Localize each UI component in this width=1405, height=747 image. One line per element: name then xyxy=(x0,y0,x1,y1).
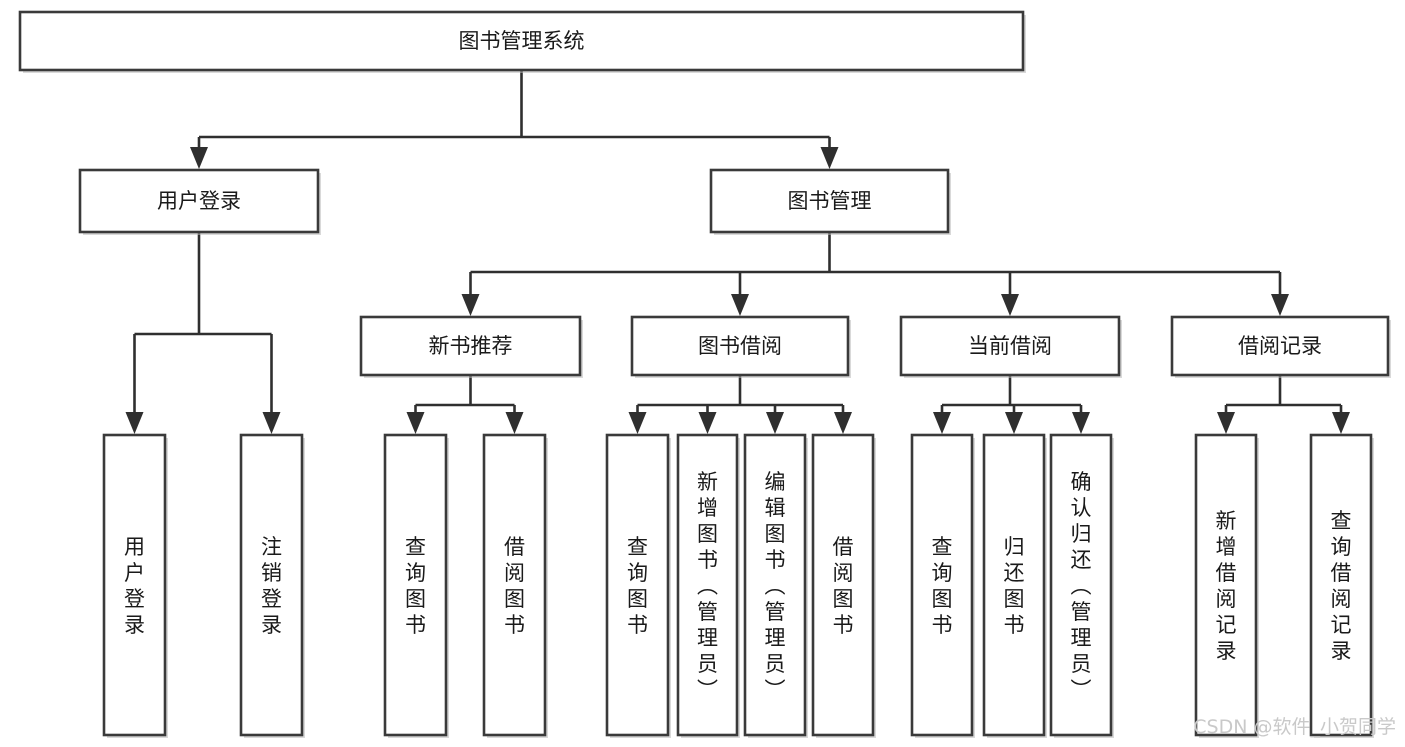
csdn-watermark: CSDN @软件_小贺同学 xyxy=(1193,716,1396,738)
node-box xyxy=(239,433,304,737)
node-root[interactable]: 图书管理系统 xyxy=(18,10,1026,73)
arrow-head-icon xyxy=(461,294,480,316)
node-label: 查询图书 xyxy=(405,535,426,637)
node-label: 借阅图书 xyxy=(504,535,525,637)
node-box xyxy=(78,168,320,234)
node-label: 查询借阅记录 xyxy=(1331,509,1352,663)
arrow-head-icon xyxy=(1005,412,1023,434)
node-label: 图书管理 xyxy=(788,189,872,213)
node-user_login[interactable]: 用户登录 xyxy=(78,168,321,235)
arrow-head-icon xyxy=(1332,412,1350,434)
node-book_borrow[interactable]: 图书借阅 xyxy=(630,315,851,378)
arrow-head-icon xyxy=(262,412,281,434)
node-leaf_query_book_3[interactable]: 查询图书 xyxy=(910,433,975,738)
node-box xyxy=(605,433,670,737)
node-label: 确认归还︵管理员︶ xyxy=(1071,470,1092,702)
arrow-head-icon xyxy=(1072,412,1090,434)
arrow-head-icon xyxy=(834,412,852,434)
node-label: 查询图书 xyxy=(932,535,953,637)
arrow-head-icon xyxy=(125,412,144,434)
node-borrow_record[interactable]: 借阅记录 xyxy=(1170,315,1391,378)
node-label: 当前借阅 xyxy=(968,334,1052,358)
node-label: 注销登录 xyxy=(261,535,282,637)
node-leaf_query_record[interactable]: 查询借阅记录 xyxy=(1309,433,1374,738)
arrow-head-icon xyxy=(766,412,784,434)
node-leaf_add_record[interactable]: 新增借阅记录 xyxy=(1194,433,1259,738)
node-leaf_return_book[interactable]: 归还图书 xyxy=(982,433,1047,738)
arrow-head-icon xyxy=(1001,294,1019,316)
node-box xyxy=(383,433,448,737)
node-label: 新书推荐 xyxy=(429,334,513,358)
node-box xyxy=(709,168,950,234)
node-label: 借阅图书 xyxy=(833,535,854,637)
node-label: 编辑图书︵管理员︶ xyxy=(765,470,786,702)
node-layer: 图书管理系统用户登录图书管理新书推荐图书借阅当前借阅借阅记录用户登录注销登录查询… xyxy=(18,10,1391,738)
node-box xyxy=(676,433,739,737)
node-box xyxy=(102,433,167,737)
node-label: 新增借阅记录 xyxy=(1216,509,1237,663)
node-box xyxy=(630,315,850,377)
node-label: 查询图书 xyxy=(627,535,648,637)
node-box xyxy=(811,433,875,737)
arrow-head-icon xyxy=(190,147,208,169)
node-label: 新增图书︵管理员︶ xyxy=(697,470,718,702)
node-leaf_user_logout[interactable]: 注销登录 xyxy=(239,433,305,738)
arrow-head-icon xyxy=(505,412,524,434)
connector-layer xyxy=(125,70,1350,434)
node-box xyxy=(899,315,1121,377)
arrow-head-icon xyxy=(1217,412,1235,434)
node-label: 借阅记录 xyxy=(1238,334,1322,358)
node-leaf_confirm_return[interactable]: 确认归还︵管理员︶ xyxy=(1049,433,1114,738)
arrow-head-icon xyxy=(406,412,425,434)
node-book_manage[interactable]: 图书管理 xyxy=(709,168,951,235)
node-leaf_query_book_1[interactable]: 查询图书 xyxy=(383,433,449,738)
node-label: 用户登录 xyxy=(124,535,145,637)
node-box xyxy=(1170,315,1390,377)
node-leaf_user_login[interactable]: 用户登录 xyxy=(102,433,168,738)
arrow-head-icon xyxy=(731,294,749,316)
node-leaf_query_book_2[interactable]: 查询图书 xyxy=(605,433,671,738)
node-label: 用户登录 xyxy=(157,189,241,213)
node-box xyxy=(910,433,974,737)
node-new_book_rec[interactable]: 新书推荐 xyxy=(359,315,583,378)
node-leaf_borrow_book_1[interactable]: 借阅图书 xyxy=(482,433,548,738)
node-box xyxy=(18,10,1025,72)
arrow-head-icon xyxy=(628,412,647,434)
node-label: 图书管理系统 xyxy=(459,29,585,53)
node-leaf_edit_book[interactable]: 编辑图书︵管理员︶ xyxy=(743,433,808,738)
node-box xyxy=(982,433,1046,737)
node-label: 图书借阅 xyxy=(698,334,782,358)
node-box xyxy=(359,315,582,377)
arrow-head-icon xyxy=(820,147,839,169)
arrow-head-icon xyxy=(933,412,951,434)
node-box xyxy=(743,433,807,737)
node-box xyxy=(1049,433,1113,737)
node-current_borrow[interactable]: 当前借阅 xyxy=(899,315,1122,378)
node-leaf_borrow_book_2[interactable]: 借阅图书 xyxy=(811,433,876,738)
node-leaf_add_book[interactable]: 新增图书︵管理员︶ xyxy=(676,433,740,738)
node-box xyxy=(482,433,547,737)
node-label: 归还图书 xyxy=(1004,535,1025,637)
node-box xyxy=(1309,433,1373,737)
arrow-head-icon xyxy=(698,412,717,434)
node-box xyxy=(1194,433,1258,737)
arrow-head-icon xyxy=(1271,294,1289,316)
